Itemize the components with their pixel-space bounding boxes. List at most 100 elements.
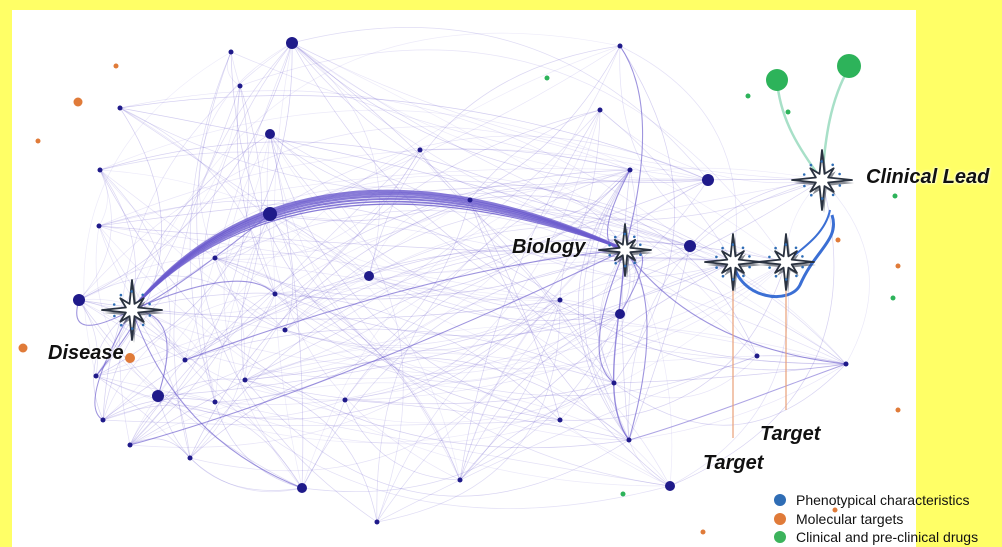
faint-edge bbox=[95, 225, 159, 397]
faint-edge bbox=[99, 109, 787, 263]
phenotype-node bbox=[228, 49, 234, 55]
target-node bbox=[18, 343, 28, 353]
faint-edge bbox=[99, 169, 461, 481]
faint-edge bbox=[131, 292, 561, 421]
faint-edge bbox=[78, 126, 631, 301]
faint-edge bbox=[119, 107, 461, 481]
phenotype-node bbox=[702, 174, 714, 186]
faint-edge bbox=[102, 133, 271, 421]
star-dot bbox=[731, 243, 735, 246]
faint-edge bbox=[214, 169, 631, 297]
target-node bbox=[700, 529, 706, 535]
star-dot bbox=[148, 302, 151, 306]
faint-edge bbox=[344, 109, 601, 401]
star-dot bbox=[801, 265, 804, 269]
faint-edge bbox=[269, 135, 709, 215]
strong-edge bbox=[624, 249, 847, 365]
phenotype-node bbox=[557, 417, 563, 423]
star-dot bbox=[639, 243, 642, 247]
legend: Phenotypical characteristics Molecular t… bbox=[774, 491, 978, 547]
star-dot bbox=[131, 327, 134, 330]
phenotype-node bbox=[212, 255, 218, 261]
faint-edge bbox=[613, 363, 847, 384]
phenotype-node bbox=[212, 399, 218, 405]
faint-edge bbox=[291, 42, 380, 277]
strong-edge bbox=[624, 249, 648, 441]
faint-edge bbox=[95, 169, 136, 377]
label-clinical-lead: Clinical Lead bbox=[866, 166, 990, 188]
faint-edge bbox=[98, 168, 631, 227]
faint-edge bbox=[582, 169, 631, 441]
faint-edge bbox=[241, 213, 271, 381]
faint-edge bbox=[189, 51, 232, 403]
faint-edge bbox=[95, 299, 561, 420]
faint-edge bbox=[419, 148, 631, 171]
faint-edge bbox=[102, 109, 601, 421]
faint-edge bbox=[129, 378, 246, 446]
strong-edge bbox=[129, 249, 626, 446]
drug-node bbox=[544, 75, 550, 81]
faint-edge bbox=[669, 261, 789, 487]
star-dot bbox=[810, 193, 813, 197]
faint-edge bbox=[129, 438, 191, 459]
faint-edge bbox=[291, 42, 847, 365]
strong-edge bbox=[612, 249, 630, 441]
phenotype-node bbox=[754, 353, 760, 359]
faint-edge bbox=[95, 149, 421, 377]
faint-edge bbox=[131, 210, 758, 357]
faint-edge bbox=[244, 109, 601, 381]
faint-edge bbox=[214, 401, 303, 489]
legend-label: Phenotypical characteristics bbox=[796, 492, 970, 509]
clinical-lead-star-icon bbox=[791, 149, 854, 213]
faint-edge bbox=[102, 257, 216, 421]
faint-edge bbox=[244, 379, 615, 424]
faint-edge bbox=[129, 169, 631, 446]
faint-edge bbox=[119, 107, 276, 295]
faint-edge bbox=[459, 261, 734, 481]
star-dot bbox=[141, 293, 144, 297]
faint-edge bbox=[284, 239, 691, 331]
faint-edge bbox=[291, 42, 709, 181]
drug-node bbox=[890, 295, 896, 301]
faint-edge bbox=[559, 169, 631, 301]
faint-edge bbox=[196, 51, 378, 523]
phenotype-node bbox=[242, 377, 248, 383]
phenotype-node bbox=[237, 83, 243, 89]
phenotype-node bbox=[617, 43, 623, 49]
faint-edge bbox=[98, 199, 561, 301]
faint-edge bbox=[459, 179, 709, 481]
faint-edge bbox=[459, 109, 601, 481]
faint-edge bbox=[274, 249, 626, 300]
faint-edge bbox=[619, 45, 737, 263]
faint-edge bbox=[83, 51, 232, 377]
label-biology: Biology bbox=[512, 236, 586, 258]
faint-edge bbox=[559, 299, 847, 371]
faint-edge bbox=[201, 42, 293, 403]
star-dot bbox=[768, 255, 771, 259]
faint-edge bbox=[274, 287, 621, 315]
faint-edge bbox=[78, 299, 186, 361]
faint-edge bbox=[98, 199, 471, 255]
faint-edge bbox=[189, 248, 626, 459]
faint-edge bbox=[173, 42, 293, 459]
faint-edge bbox=[344, 261, 787, 401]
faint-edge bbox=[226, 51, 241, 87]
phenotype-node bbox=[282, 327, 288, 333]
faint-edge bbox=[244, 352, 615, 384]
star-dot bbox=[768, 266, 771, 269]
faint-edge bbox=[269, 133, 404, 523]
faint-edge bbox=[619, 45, 787, 263]
faint-edge bbox=[244, 179, 823, 381]
phenotype-node bbox=[626, 437, 632, 443]
faint-edge bbox=[95, 85, 241, 377]
faint-edge bbox=[628, 363, 847, 441]
faint-edge bbox=[129, 149, 421, 446]
faint-edge bbox=[273, 42, 303, 489]
faint-edge bbox=[291, 42, 847, 365]
biology-star-icon bbox=[598, 223, 653, 279]
star-dot bbox=[748, 255, 751, 258]
star-dot bbox=[614, 261, 617, 265]
faint-edge bbox=[628, 245, 691, 441]
faint-edge bbox=[376, 355, 758, 523]
legend-item-drugs: Clinical and pre-clinical drugs bbox=[774, 528, 978, 547]
